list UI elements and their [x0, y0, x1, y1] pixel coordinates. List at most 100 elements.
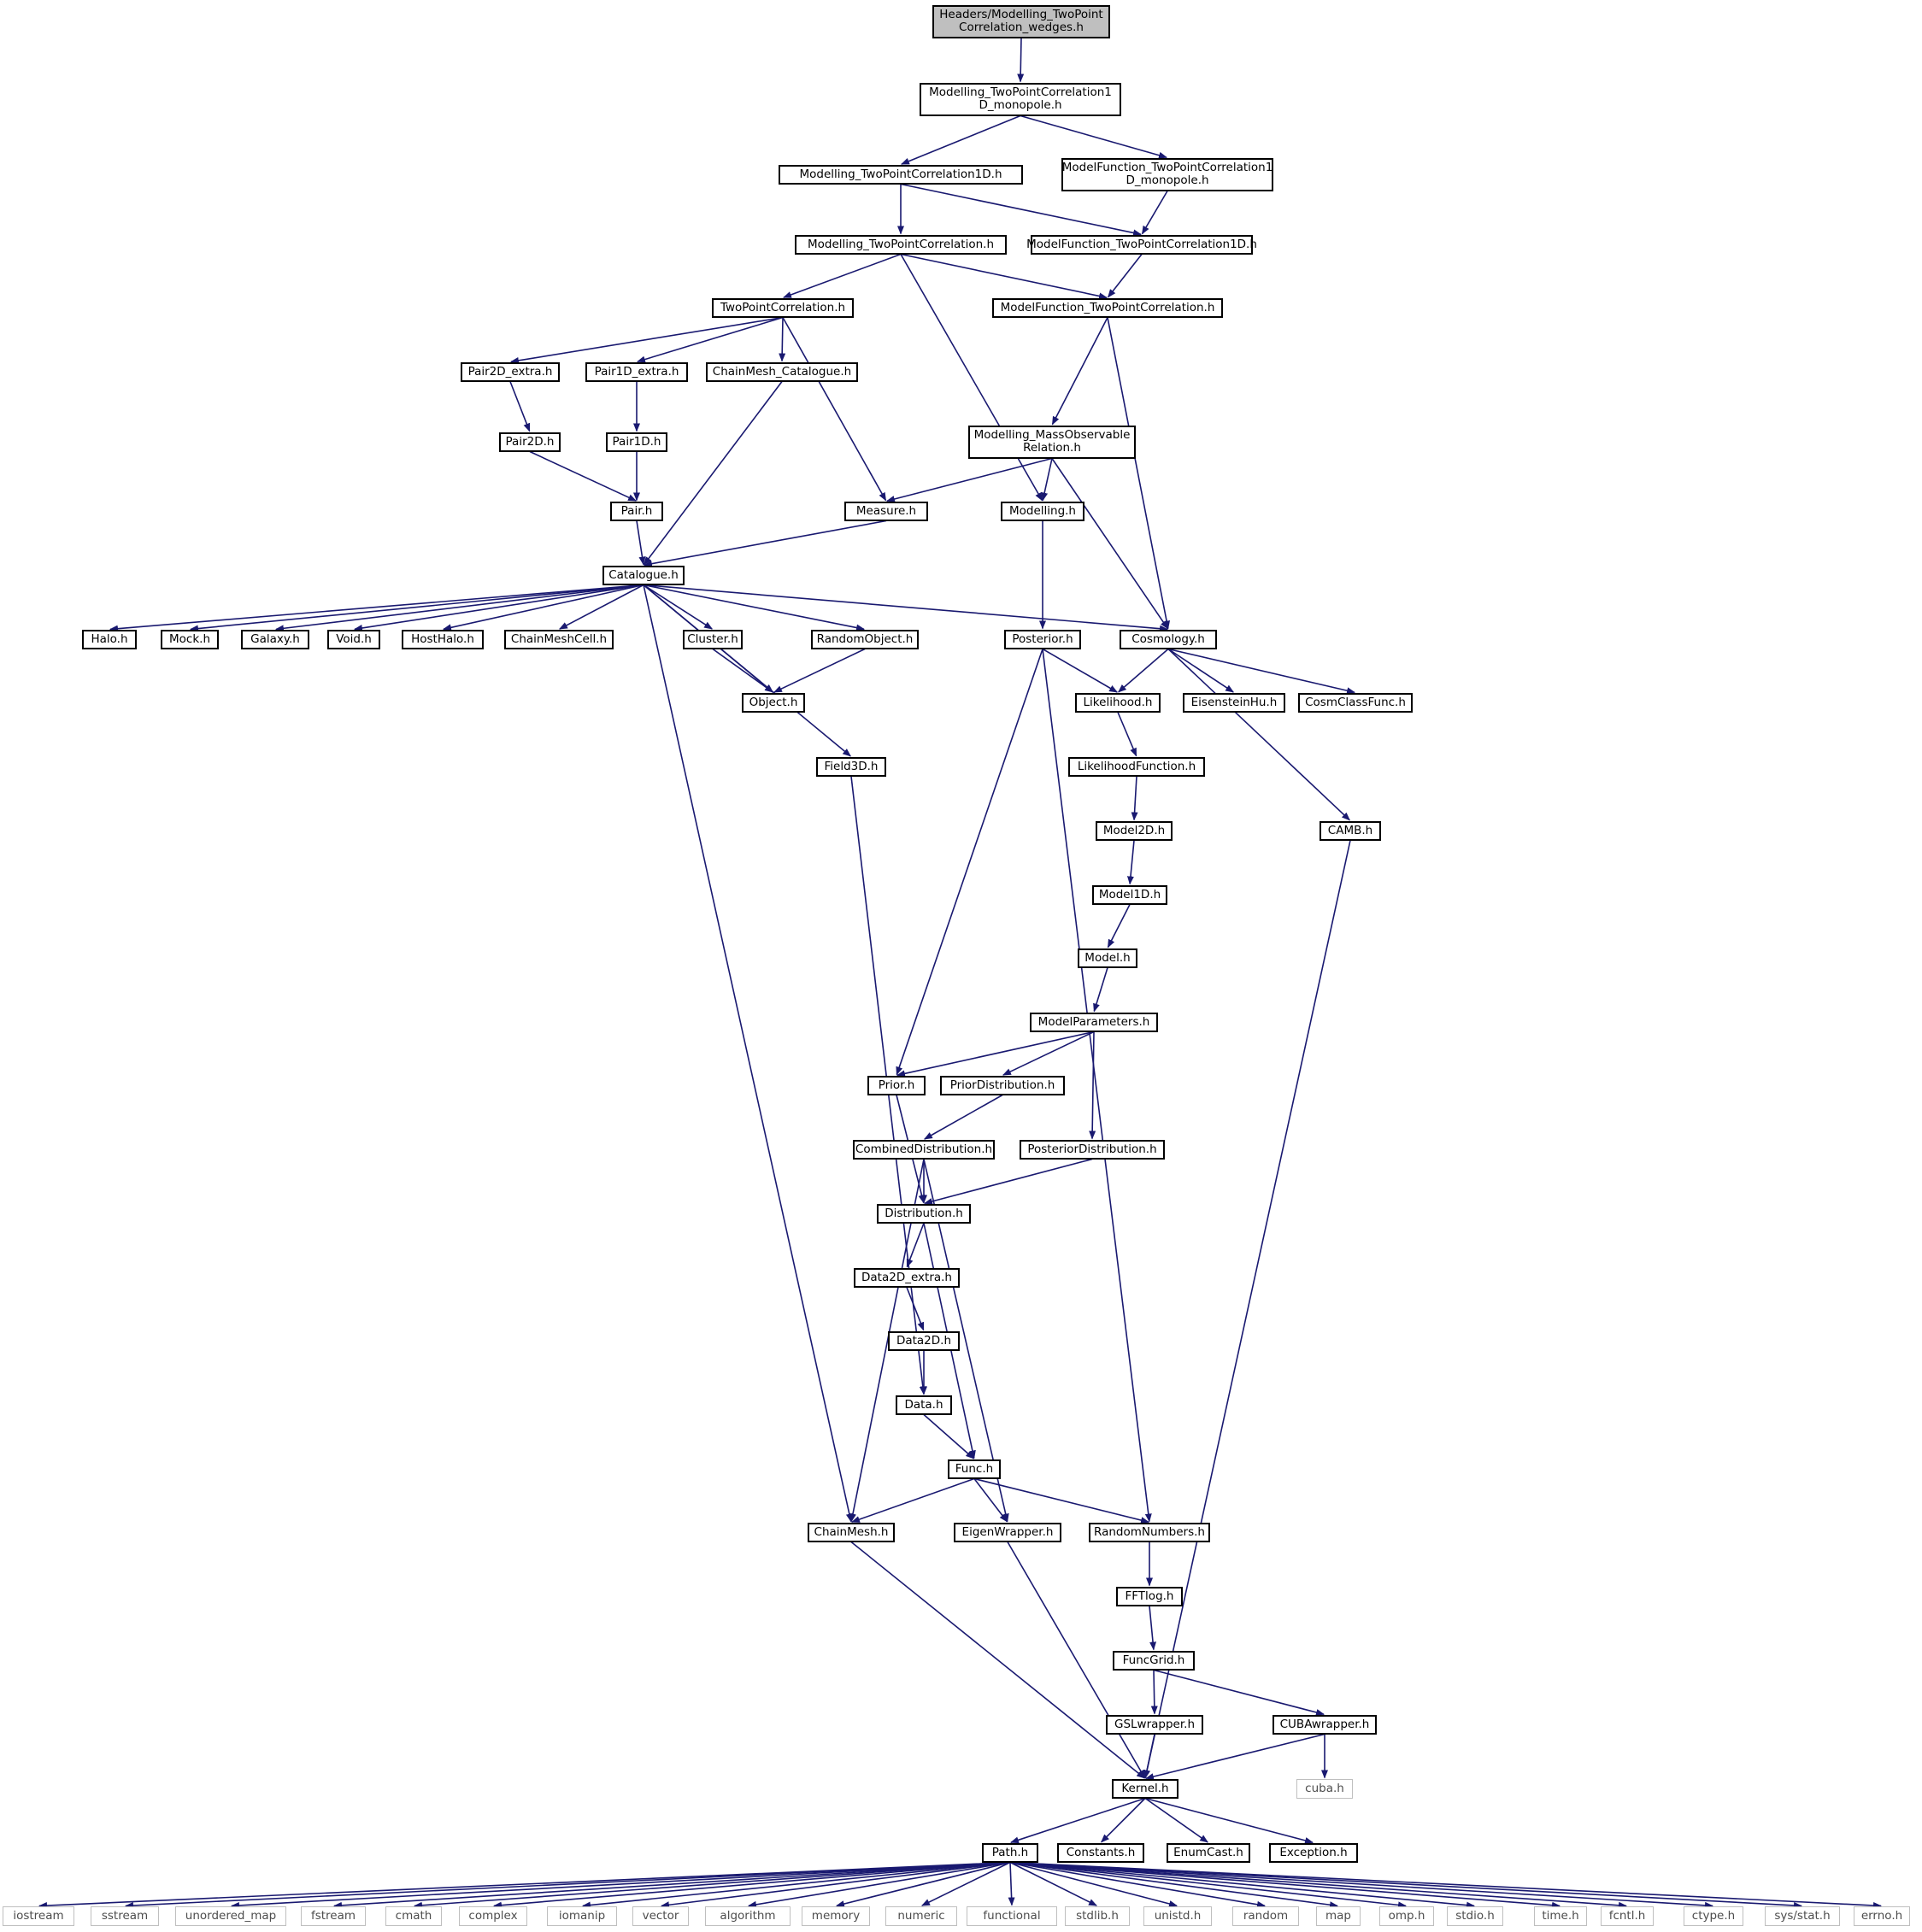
edge-cosmology-to-cosmclass [1167, 648, 1355, 695]
node-fcntl-h: fcntl.h [1601, 1906, 1654, 1926]
edge-cosmology-to-likelihood [1118, 648, 1169, 693]
edge-likefunc-to-model2d [1131, 776, 1138, 821]
edge-cuba-to-kernel [1145, 1733, 1325, 1780]
node-modelling-twopointcorrelation-h[interactable]: Modelling_TwoPointCorrelation.h [795, 234, 1007, 255]
node-modelling-massobservablerelation-h[interactable]: Modelling_MassObservable Relation.h [968, 425, 1136, 459]
edge-path-to-random [1009, 1861, 1267, 1908]
node-data2d-h[interactable]: Data2D.h [888, 1330, 960, 1351]
edge-path-to-sstream [125, 1861, 1011, 1910]
node-kernel-h[interactable]: Kernel.h [1112, 1778, 1178, 1799]
edge-path-to-omp [1009, 1861, 1407, 1909]
node-func-h[interactable]: Func.h [948, 1459, 1001, 1479]
node-path-h[interactable]: Path.h [982, 1842, 1038, 1863]
node-chainmeshcell-h[interactable]: ChainMeshCell.h [504, 629, 614, 649]
node-exception-h[interactable]: Exception.h [1269, 1842, 1358, 1863]
node-randomnumbers-h[interactable]: RandomNumbers.h [1089, 1522, 1210, 1542]
edge-chainmesh-to-kernel [850, 1541, 1145, 1779]
node-iomanip: iomanip [547, 1906, 617, 1926]
node-mock-h[interactable]: Mock.h [161, 629, 219, 649]
node-data-h[interactable]: Data.h [896, 1395, 952, 1415]
node-randomobject-h[interactable]: RandomObject.h [811, 629, 919, 649]
node-modelparameters-h[interactable]: ModelParameters.h [1030, 1012, 1158, 1032]
node-cluster-h[interactable]: Cluster.h [683, 629, 743, 649]
node-priordistribution-h[interactable]: PriorDistribution.h [940, 1075, 1065, 1095]
edge-measure-to-catalogue [643, 520, 887, 567]
node-halo-h[interactable]: Halo.h [82, 629, 137, 649]
node-data2d-extra-h[interactable]: Data2D_extra.h [854, 1267, 960, 1288]
edge-mmor-to-modelling [1041, 458, 1053, 502]
node-funcgrid-h[interactable]: FuncGrid.h [1113, 1650, 1195, 1671]
node-enumcast-h[interactable]: EnumCast.h [1167, 1842, 1250, 1863]
node-gslwrapper-h[interactable]: GSLwrapper.h [1106, 1714, 1203, 1735]
edge-catalogue-to-randobj [643, 584, 866, 631]
node-omp-h: omp.h [1379, 1906, 1434, 1926]
node-model-h[interactable]: Model.h [1078, 948, 1137, 968]
node-posterior-h[interactable]: Posterior.h [1004, 629, 1081, 649]
node-modelfunction-twopointcorrelation-h[interactable]: ModelFunction_TwoPointCorrelation.h [992, 297, 1223, 318]
node-stdio-h: stdio.h [1447, 1906, 1503, 1926]
edge-cmcat-to-catalogue [643, 381, 783, 566]
edge-path-to-numeric [920, 1861, 1011, 1906]
node-likelihood-h[interactable]: Likelihood.h [1075, 692, 1161, 713]
node-pair1d-extra-h[interactable]: Pair1D_extra.h [585, 361, 688, 382]
edge-catalogue-to-mock [190, 584, 644, 632]
edge-tpc-to-measure [782, 317, 887, 502]
edge-mtpc-to-tpc [782, 253, 902, 298]
node-cosmclassfunc-h[interactable]: CosmClassFunc.h [1298, 692, 1413, 713]
node-eigenwrapper-h[interactable]: EigenWrapper.h [954, 1522, 1061, 1542]
edge-func-to-eigen [973, 1478, 1008, 1523]
node-measure-h[interactable]: Measure.h [844, 501, 928, 521]
node-catalogue-h[interactable]: Catalogue.h [602, 565, 685, 585]
node-pair2d-extra-h[interactable]: Pair2D_extra.h [461, 361, 560, 382]
node-posteriordistribution-h[interactable]: PosteriorDistribution.h [1020, 1139, 1165, 1160]
node-pair1d-h[interactable]: Pair1D.h [606, 432, 667, 452]
edge-path-to-errno [1009, 1861, 1882, 1909]
node-pair2d-h[interactable]: Pair2D.h [499, 432, 561, 452]
node-likelihoodfunction-h[interactable]: LikelihoodFunction.h [1068, 756, 1205, 777]
node-combineddistribution-h[interactable]: CombinedDistribution.h [853, 1139, 995, 1160]
node-modelling-twopointcorrelation1d-h[interactable]: Modelling_TwoPointCorrelation1D.h [779, 164, 1023, 185]
node-distribution-h[interactable]: Distribution.h [877, 1203, 971, 1224]
node-twopointcorrelation-h[interactable]: TwoPointCorrelation.h [712, 297, 854, 318]
edge-distribution-to-data2dx [906, 1223, 925, 1268]
node-time-h: time.h [1534, 1906, 1587, 1926]
edge-modelparams-to-prior [896, 1031, 1095, 1078]
edge-model1d-to-model [1107, 904, 1131, 948]
node-void-h[interactable]: Void.h [327, 629, 380, 649]
edge-path-to-time [1009, 1861, 1561, 1909]
edge-path-to-fcntl [1009, 1861, 1627, 1909]
edge-path-to-complex [492, 1861, 1011, 1909]
node-camb-h[interactable]: CAMB.h [1320, 820, 1381, 841]
node-modelling-h[interactable]: Modelling.h [1001, 501, 1084, 521]
edge-mf1dmono-to-mf1d [1141, 191, 1168, 235]
node-eisensteinhu-h[interactable]: EisensteinHu.h [1183, 692, 1285, 713]
node-sys-stat-h: sys/stat.h [1765, 1906, 1840, 1926]
edge-catalogue-to-cosmology [643, 584, 1168, 632]
node-model1d-h[interactable]: Model1D.h [1092, 884, 1167, 905]
node-functional: functional [967, 1906, 1057, 1926]
node-pair-h[interactable]: Pair.h [610, 501, 663, 521]
node-modelfunction-twopointcorrelation1d-h[interactable]: ModelFunction_TwoPointCorrelation1D.h [1026, 234, 1257, 255]
node-constants-h[interactable]: Constants.h [1057, 1842, 1144, 1863]
edge-tpc-to-cmcat [779, 317, 786, 362]
node-cosmology-h[interactable]: Cosmology.h [1120, 629, 1217, 649]
edge-catalogue-to-cmcell [559, 584, 644, 630]
edge-path-to-cmath [414, 1861, 1011, 1909]
node-object-h[interactable]: Object.h [742, 692, 805, 713]
node-galaxy-h[interactable]: Galaxy.h [241, 629, 309, 649]
node-modelling-twopointcorrelation1d-monopole-h[interactable]: Modelling_TwoPointCorrelation1 D_monopol… [920, 82, 1121, 116]
node-cubawrapper-h[interactable]: CUBAwrapper.h [1273, 1714, 1377, 1735]
edge-pair2dx-to-pair2d [509, 381, 531, 432]
edge-func-to-chainmesh [850, 1477, 975, 1523]
edge-data-to-func [923, 1413, 974, 1459]
edge-mtpc1dmono-to-mtpc1d [900, 115, 1021, 165]
node-fftlog-h[interactable]: FFTlog.h [1116, 1586, 1183, 1606]
node-modelfunction-twopointcorrelation1d-monopole-h[interactable]: ModelFunction_TwoPointCorrelation1 D_mon… [1061, 157, 1273, 191]
node-hosthalo-h[interactable]: HostHalo.h [402, 629, 484, 649]
edge-likelihood-to-likefunc [1117, 712, 1137, 757]
node-chainmesh-catalogue-h[interactable]: ChainMesh_Catalogue.h [706, 361, 858, 382]
node-chainmesh-h[interactable]: ChainMesh.h [808, 1522, 895, 1542]
node-prior-h[interactable]: Prior.h [867, 1075, 926, 1095]
node-field3d-h[interactable]: Field3D.h [816, 756, 886, 777]
node-model2d-h[interactable]: Model2D.h [1096, 820, 1173, 841]
